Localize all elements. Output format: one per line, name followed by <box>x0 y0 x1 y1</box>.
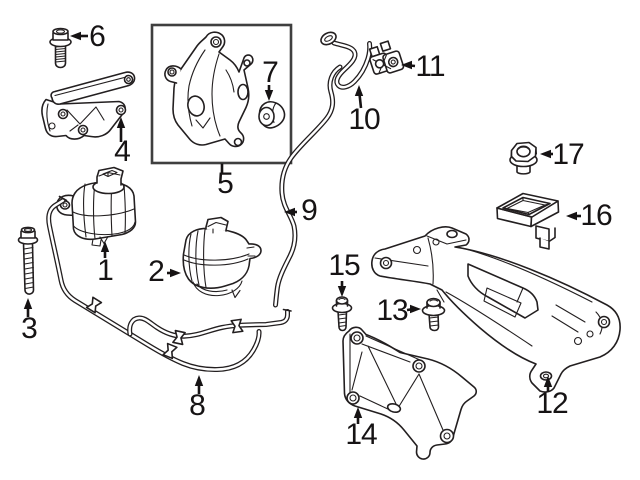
part-5-highlight-box <box>150 23 293 173</box>
engine-mount-bracket-4 <box>41 71 136 140</box>
callout-arrow-17 <box>540 149 553 159</box>
callout-label-2[interactable]: 2 <box>148 255 165 288</box>
engine-mount-bracket-5 <box>164 31 254 148</box>
callout-label-4[interactable]: 4 <box>114 135 131 168</box>
callout-arrow-12 <box>543 376 553 392</box>
stopper-bushing-7 <box>258 101 286 129</box>
callout-label-8[interactable]: 8 <box>189 389 206 422</box>
oil-line-8 <box>46 195 292 373</box>
callout-label-5[interactable]: 5 <box>217 167 234 200</box>
vent-hose-10 <box>320 31 373 90</box>
callout-arrow-13 <box>406 304 421 314</box>
tube-clamp <box>162 342 178 360</box>
callout-arrow-15 <box>337 281 347 297</box>
bolt-13 <box>421 297 446 332</box>
callout-arrow-1 <box>100 241 110 258</box>
callout-arrow-3 <box>23 298 33 317</box>
hose-clamp-11 <box>368 40 405 75</box>
bolt-6 <box>49 27 72 69</box>
flange-nut-17 <box>509 141 538 175</box>
callout-label-6[interactable]: 6 <box>89 20 106 53</box>
callout-label-3[interactable]: 3 <box>21 312 38 345</box>
transmission-crossmember-12 <box>371 226 621 393</box>
callout-arrow-9 <box>284 207 297 217</box>
callout-arrow-2 <box>167 268 181 278</box>
callout-label-11[interactable]: 11 <box>415 50 445 83</box>
callout-arrow-14 <box>353 407 363 424</box>
engine-mount-1 <box>55 166 137 247</box>
callout-label-10[interactable]: 10 <box>348 103 380 136</box>
callout-label-14[interactable]: 14 <box>345 418 377 451</box>
callout-arrow-10 <box>354 85 364 109</box>
tube-clamp <box>230 318 244 334</box>
callout-label-7[interactable]: 7 <box>262 56 279 89</box>
callout-label-17[interactable]: 17 <box>552 138 584 171</box>
callout-label-16[interactable]: 16 <box>580 199 612 232</box>
callout-label-13[interactable]: 13 <box>376 294 408 327</box>
callout-label-15[interactable]: 15 <box>328 249 360 282</box>
mount-adapter-16 <box>496 192 560 250</box>
callout-arrow-7 <box>264 85 274 101</box>
callout-label-9[interactable]: 9 <box>301 194 318 227</box>
long-hose-9 <box>273 64 343 308</box>
bolt-3 <box>17 226 39 295</box>
callout-arrow-4 <box>116 117 126 142</box>
callout-arrow-11 <box>401 60 416 70</box>
tube-clamp <box>172 329 186 346</box>
bolt-15 <box>331 296 353 332</box>
callout-label-12[interactable]: 12 <box>536 387 568 420</box>
transmission-mount-bracket-14 <box>342 326 478 460</box>
callout-arrow-8 <box>194 375 204 394</box>
tube-clamp <box>85 296 103 314</box>
callout-arrow-16 <box>566 211 581 221</box>
callout-arrow-6 <box>70 31 88 41</box>
callout-label-1[interactable]: 1 <box>97 254 114 287</box>
engine-mount-2 <box>182 216 262 299</box>
